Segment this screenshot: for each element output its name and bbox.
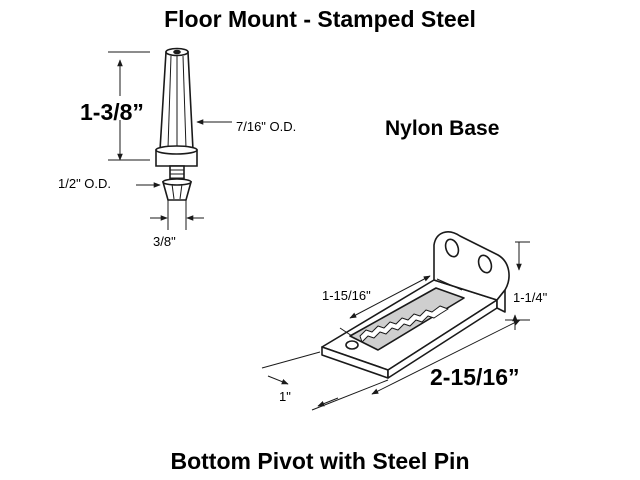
bracket-drawing bbox=[321, 231, 510, 379]
base-width-label: 1" bbox=[279, 389, 291, 404]
bracket-dimension-lines bbox=[261, 241, 530, 411]
nylon-base-label: Nylon Base bbox=[385, 117, 500, 140]
base-length-label: 2-15/16” bbox=[430, 364, 520, 390]
tip-width-label: 3/8" bbox=[153, 234, 176, 249]
pivot-pin-drawing bbox=[155, 47, 198, 201]
top-title: Floor Mount - Stamped Steel bbox=[164, 6, 476, 32]
collar-od-label: 1/2" O.D. bbox=[58, 176, 112, 191]
bracket-height-label: 1-1/4" bbox=[513, 290, 548, 305]
slot-length-label: 1-15/16" bbox=[322, 288, 371, 303]
bottom-title: Bottom Pivot with Steel Pin bbox=[170, 448, 470, 474]
pin-height-label: 1-3/8” bbox=[80, 99, 144, 125]
pin-od-label: 7/16" O.D. bbox=[236, 119, 297, 134]
pin-dimension-lines bbox=[108, 51, 232, 230]
